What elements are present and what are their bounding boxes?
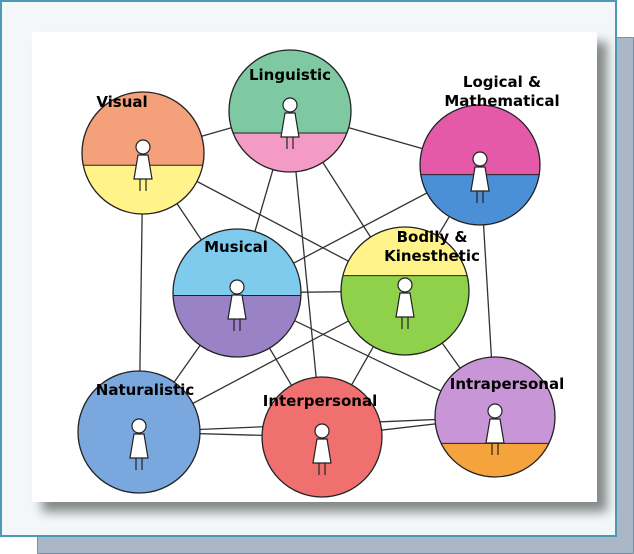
node-visual-outline — [81, 91, 205, 215]
node-visual-label: Visual — [96, 93, 147, 111]
node-bodily-outline — [340, 226, 470, 356]
node-interpersonal-outline — [261, 376, 383, 498]
person-sketch-icon — [129, 418, 149, 470]
node-logical-label: Logical & — [463, 73, 541, 91]
person-sketch-icon — [280, 97, 300, 149]
node-bodily-label: Kinesthetic — [384, 247, 480, 265]
node-musical: Musical — [172, 228, 302, 358]
node-naturalistic: Naturalistic — [77, 370, 201, 494]
node-intrapersonal-outline — [434, 356, 556, 478]
person-sketch-icon — [485, 403, 505, 455]
node-musical-label: Musical — [204, 238, 268, 256]
node-naturalistic-outline — [77, 370, 201, 494]
node-linguistic: Linguistic — [228, 49, 352, 173]
node-musical-outline — [172, 228, 302, 358]
person-sketch-icon — [227, 279, 247, 331]
person-sketch-icon — [395, 277, 415, 329]
node-visual: Visual — [81, 91, 205, 215]
node-logical: Logical &Mathematical — [419, 73, 560, 226]
node-linguistic-outline — [228, 49, 352, 173]
node-interpersonal: Interpersonal — [261, 376, 383, 498]
node-interpersonal-label: Interpersonal — [263, 392, 378, 410]
node-naturalistic-label: Naturalistic — [96, 381, 194, 399]
person-sketch-icon — [312, 423, 332, 475]
node-linguistic-bottom-half — [229, 132, 351, 172]
node-bodily-label: Bodily & — [397, 228, 468, 246]
node-logical-label: Mathematical — [444, 92, 559, 110]
person-sketch-icon — [470, 151, 490, 203]
node-bodily: Bodily &Kinesthetic — [340, 226, 480, 356]
node-linguistic-label: Linguistic — [249, 66, 331, 84]
person-sketch-icon — [133, 139, 153, 191]
node-logical-outline — [419, 104, 541, 226]
node-intrapersonal-label: Intrapersonal — [450, 375, 564, 393]
node-intrapersonal: Intrapersonal — [434, 356, 564, 478]
